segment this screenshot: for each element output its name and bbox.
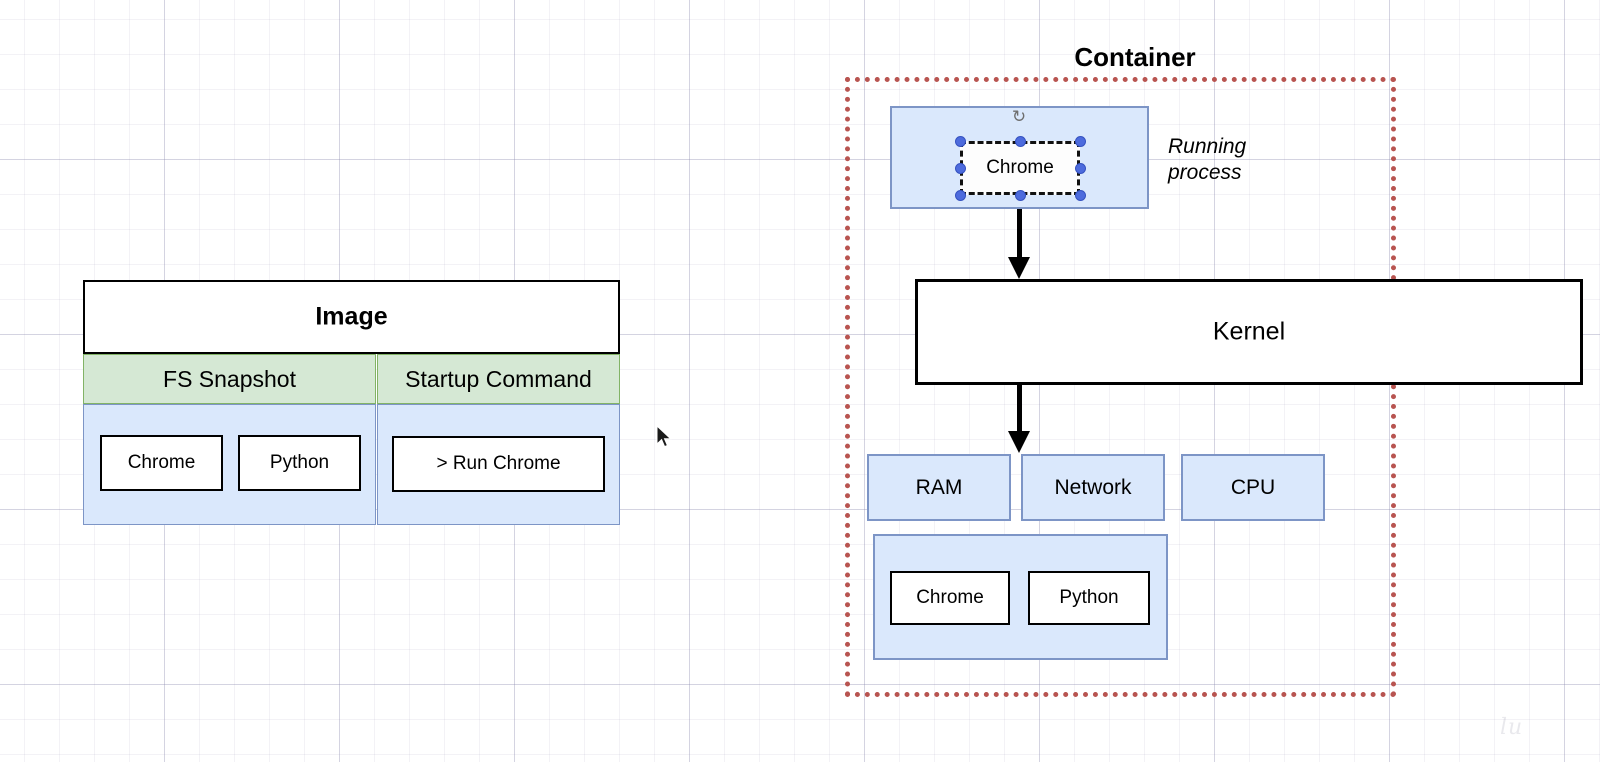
container-app-python-label: Python [1059,587,1119,609]
selection-handle-se[interactable] [1074,189,1086,201]
selection-handle-ne[interactable] [1074,135,1086,147]
image-startup-command-label: > Run Chrome [436,453,561,475]
selection-handle-n[interactable] [1014,135,1026,147]
selection-handle-nw[interactable] [954,135,966,147]
arrow-head [1008,431,1030,453]
image-startup-command-box[interactable]: > Run Chrome [392,436,605,492]
image-app-python-label: Python [269,452,330,474]
fs-snapshot-header-label: FS Snapshot [163,365,296,392]
selection-handle-sw[interactable] [954,189,966,201]
image-app-chrome-label: Chrome [127,452,196,474]
selection-handle-w[interactable] [954,162,966,174]
selection-handle-e[interactable] [1074,162,1086,174]
startup-command-header-label: Startup Command [405,365,592,392]
container-title-label: Container [1074,42,1196,72]
resource-box-cpu[interactable]: CPU [1181,454,1325,521]
rotate-icon[interactable]: ↻ [1011,107,1027,126]
kernel-box[interactable]: Kernel [915,279,1583,385]
resource-network-label: Network [1054,475,1132,499]
image-app-python[interactable]: Python [238,435,361,491]
startup-command-header-cell[interactable]: Startup Command [377,354,620,404]
image-app-chrome[interactable]: Chrome [100,435,223,491]
selection-handle-s[interactable] [1014,189,1026,201]
arrow-cursor-icon [656,425,672,448]
fs-snapshot-header-cell[interactable]: FS Snapshot [83,354,376,404]
arrow-shaft [1017,385,1022,433]
resource-ram-label: RAM [915,475,963,499]
container-app-chrome[interactable]: Chrome [890,571,1010,625]
selected-chrome-shape[interactable]: Chrome [960,141,1080,195]
container-app-chrome-label: Chrome [916,587,984,609]
resource-box-network[interactable]: Network [1021,454,1165,521]
selected-chrome-label: Chrome [986,157,1054,179]
image-title-label: Image [315,302,388,331]
resource-box-ram[interactable]: RAM [867,454,1011,521]
canvas-watermark: lu [1500,715,1524,740]
arrow-head [1008,257,1030,279]
kernel-label: Kernel [1212,317,1286,346]
container-app-python[interactable]: Python [1028,571,1150,625]
image-title-box[interactable]: Image [83,280,620,354]
running-process-annotation: Running process [1168,135,1247,185]
arrow-shaft [1017,209,1022,259]
resource-cpu-label: CPU [1230,475,1276,499]
container-boundary[interactable] [845,77,1396,697]
